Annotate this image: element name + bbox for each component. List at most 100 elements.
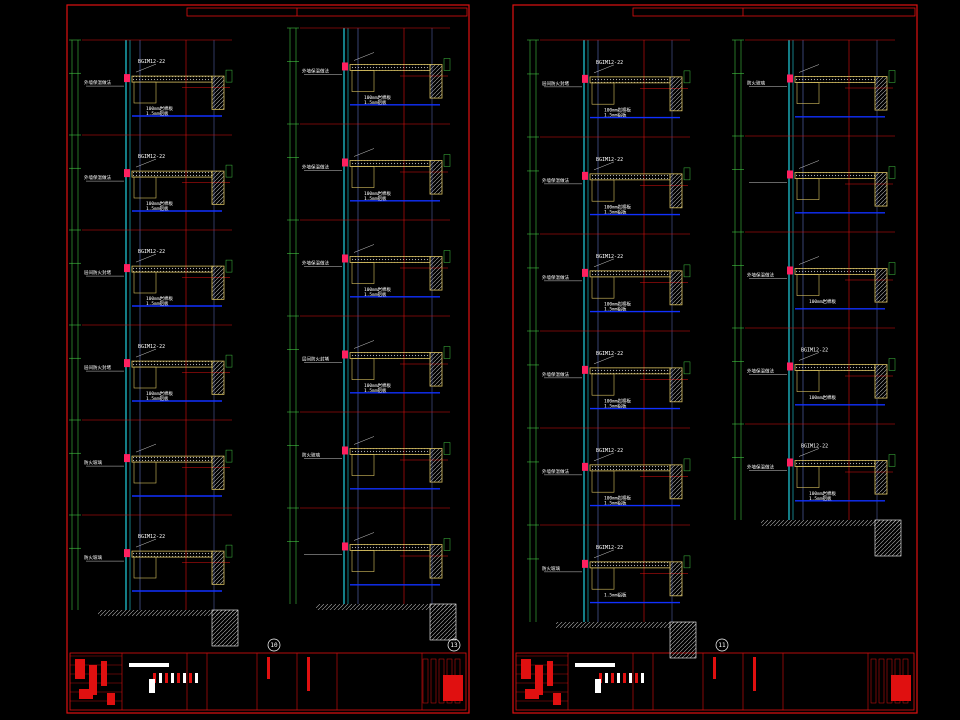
curtain-anchor: [124, 359, 130, 368]
drawing-sheet-right: BGIM12-22100mm岩棉板1.5mm铝板层间防火封堵BGIM12-221…: [512, 4, 918, 714]
floor-slab: [131, 170, 213, 178]
detail-column: BGIM12-22100mm岩棉板1.5mm铝板层间防火封堵BGIM12-221…: [527, 39, 697, 659]
beam-section: [429, 64, 443, 99]
insulation-note: 100mm岩棉板: [604, 398, 632, 405]
slab-bracket: [591, 373, 615, 396]
title-block-mark: [177, 673, 180, 683]
detail-tag: BGIM12-22: [596, 254, 623, 260]
detail-column: 100mm岩棉板1.5mm铝板外墙保温做法100mm岩棉板1.5mm铝板外墙保温…: [287, 27, 457, 641]
title-block-col: [422, 658, 429, 704]
title-block-mark: [641, 673, 644, 683]
curtain-anchor: [124, 549, 130, 558]
beam-section: [874, 76, 888, 111]
panel-note: 1.5mm铝板: [364, 291, 387, 298]
insulation-note: 100mm岩棉板: [604, 495, 632, 502]
detail-column: BGIM12-22100mm岩棉板1.5mm铝板外墙保温做法BGIM12-221…: [69, 39, 239, 647]
insulation-note: 100mm岩棉板: [146, 390, 174, 397]
detail-tag: BGIM12-22: [596, 60, 623, 66]
insulation-note: 100mm岩棉板: [146, 105, 174, 112]
title-block-fill: [521, 659, 531, 679]
slab-bracket: [591, 470, 615, 493]
title-block-mark: [623, 673, 626, 683]
sheet-border: [66, 4, 470, 714]
title-block-fill: [75, 659, 85, 679]
detail-tag: BGIM12-22: [138, 59, 165, 65]
beam-section: [874, 460, 888, 495]
title-block-fill: [107, 693, 115, 705]
panel-note: 1.5mm铝板: [604, 403, 627, 410]
insulation-note: 100mm岩棉板: [364, 94, 392, 101]
beam-section: [669, 173, 683, 209]
title-block-mark: [617, 673, 620, 683]
beam-section: [874, 364, 888, 399]
detail-tag: BGIM12-22: [138, 534, 165, 540]
level-tag: [683, 458, 691, 472]
title-block: [515, 652, 915, 711]
curtain-anchor: [124, 74, 130, 83]
curtain-anchor: [787, 458, 793, 467]
title-block-mark: [611, 673, 614, 683]
title-block-mark: [629, 673, 632, 683]
beam-section: [669, 270, 683, 306]
panel-note: 1.5mm铝板: [146, 205, 169, 212]
side-note: 外墙保温做法: [747, 271, 774, 278]
insulation-note: 100mm岩棉板: [809, 394, 837, 401]
title-block-fill: [89, 665, 97, 695]
curtain-anchor: [787, 266, 793, 275]
title-block-mark: [189, 673, 192, 683]
slab-bracket: [796, 274, 820, 296]
detail-tag: BGIM12-22: [596, 545, 623, 551]
slab-bracket: [796, 466, 820, 488]
title-block: [69, 652, 467, 711]
foundation: [429, 603, 457, 641]
side-note: 外墙保温做法: [542, 274, 569, 281]
slab-bracket: [796, 178, 820, 200]
curtain-anchor: [342, 158, 348, 167]
beam-section: [669, 76, 683, 112]
slab-bracket: [351, 454, 375, 476]
curtain-anchor: [582, 268, 588, 277]
level-tag: [225, 449, 233, 463]
insulation-note: 100mm岩棉板: [146, 295, 174, 302]
slab-bracket: [133, 461, 157, 484]
leader-line: [135, 443, 157, 453]
insulation-note: 1.5mm铝板: [604, 592, 627, 599]
slab-bracket: [351, 262, 375, 284]
level-tag: [443, 154, 451, 167]
slab-bracket: [351, 358, 375, 380]
slab-bracket: [133, 81, 157, 104]
floor-slab: [794, 364, 876, 371]
level-tag: [225, 544, 233, 558]
level-tag: [683, 361, 691, 375]
ground-fill: [761, 520, 901, 526]
insulation-note: 100mm岩棉板: [604, 301, 632, 308]
slab-bracket: [591, 567, 615, 590]
side-note: 防火玻璃: [84, 554, 102, 561]
floor-slab: [589, 464, 671, 472]
level-tag: [443, 346, 451, 359]
view-marker: 11: [718, 642, 726, 649]
level-tag: [683, 264, 691, 278]
panel-note: 1.5mm铝板: [146, 300, 169, 307]
floor-slab: [794, 268, 876, 275]
level-tag: [683, 70, 691, 84]
view-marker: 10: [270, 642, 278, 649]
leader-line: [353, 436, 375, 445]
leader-line: [135, 158, 157, 168]
slab-bracket: [351, 70, 375, 92]
title-block-fill: [101, 661, 107, 686]
side-note: 防火玻璃: [302, 451, 320, 458]
slab-bracket: [796, 82, 820, 104]
curtain-anchor: [582, 171, 588, 180]
floor-detail: 防火玻璃: [287, 411, 451, 490]
side-note: 层间防火封堵: [302, 355, 329, 362]
beam-section: [211, 75, 225, 110]
leader-line: [353, 532, 375, 541]
